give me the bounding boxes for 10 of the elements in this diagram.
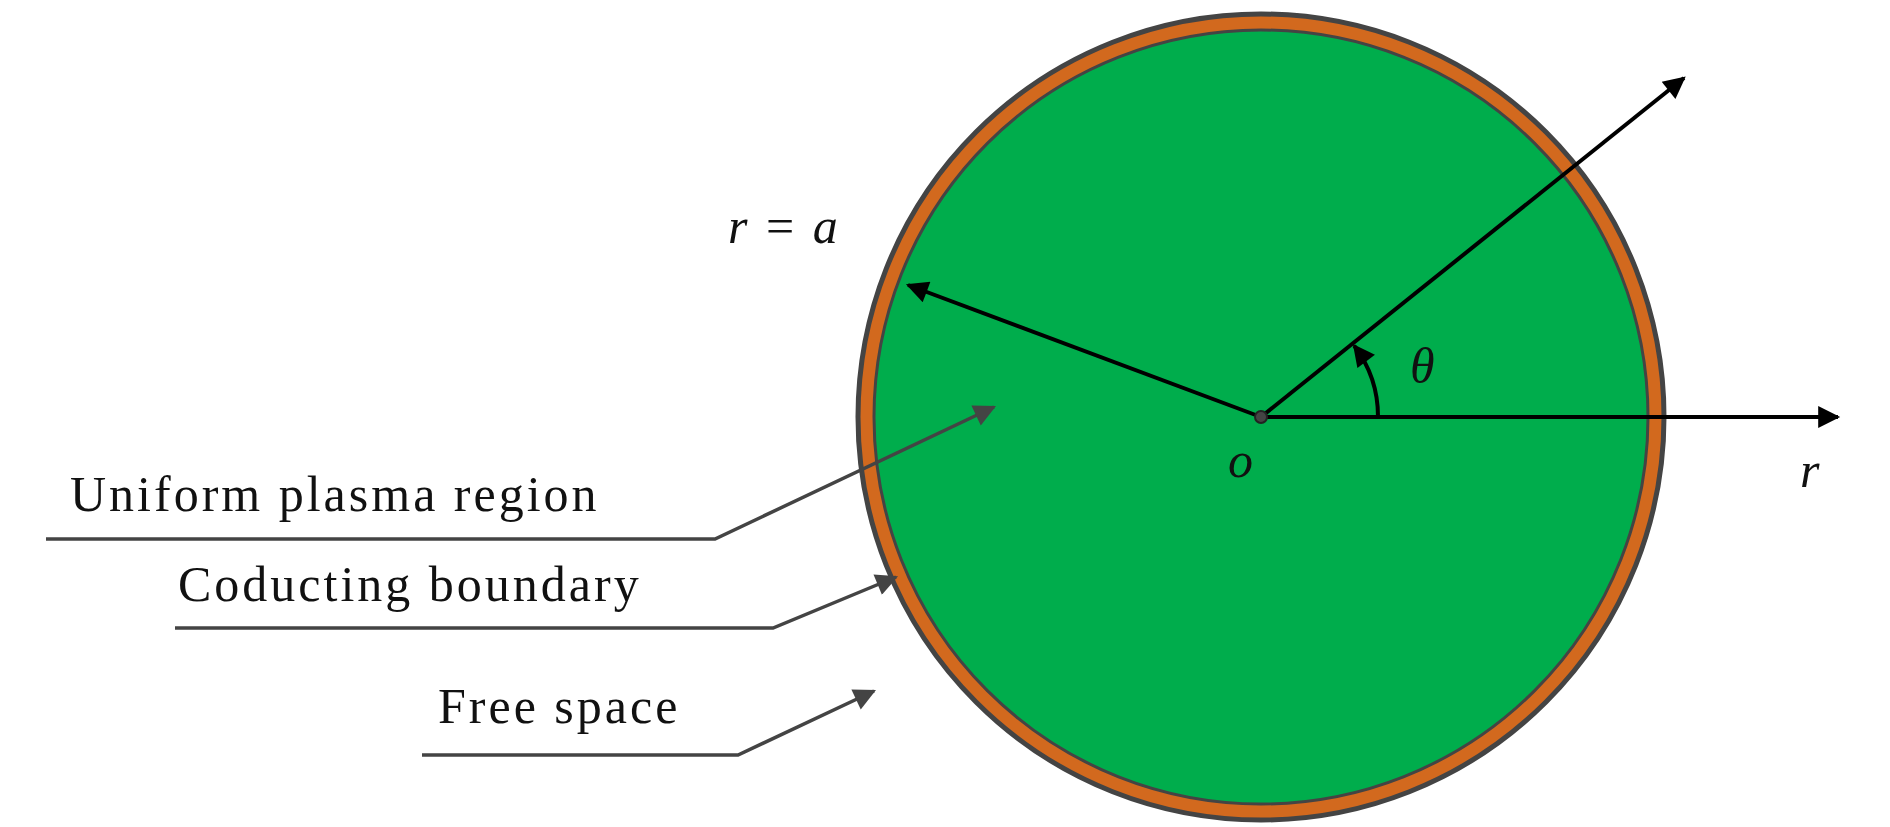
- angle-symbol: θ: [1410, 338, 1438, 394]
- origin-label: o: [1228, 432, 1256, 488]
- leader-line: [46, 405, 996, 541]
- callout-label: Free space: [438, 678, 681, 734]
- callout-label: Coducting boundary: [178, 556, 642, 612]
- leader-line: [175, 574, 899, 630]
- axis-label: r: [1800, 442, 1823, 498]
- leader-line: [422, 689, 876, 757]
- callout-label: Uniform plasma region: [70, 466, 600, 522]
- math-label: r = a: [728, 198, 841, 254]
